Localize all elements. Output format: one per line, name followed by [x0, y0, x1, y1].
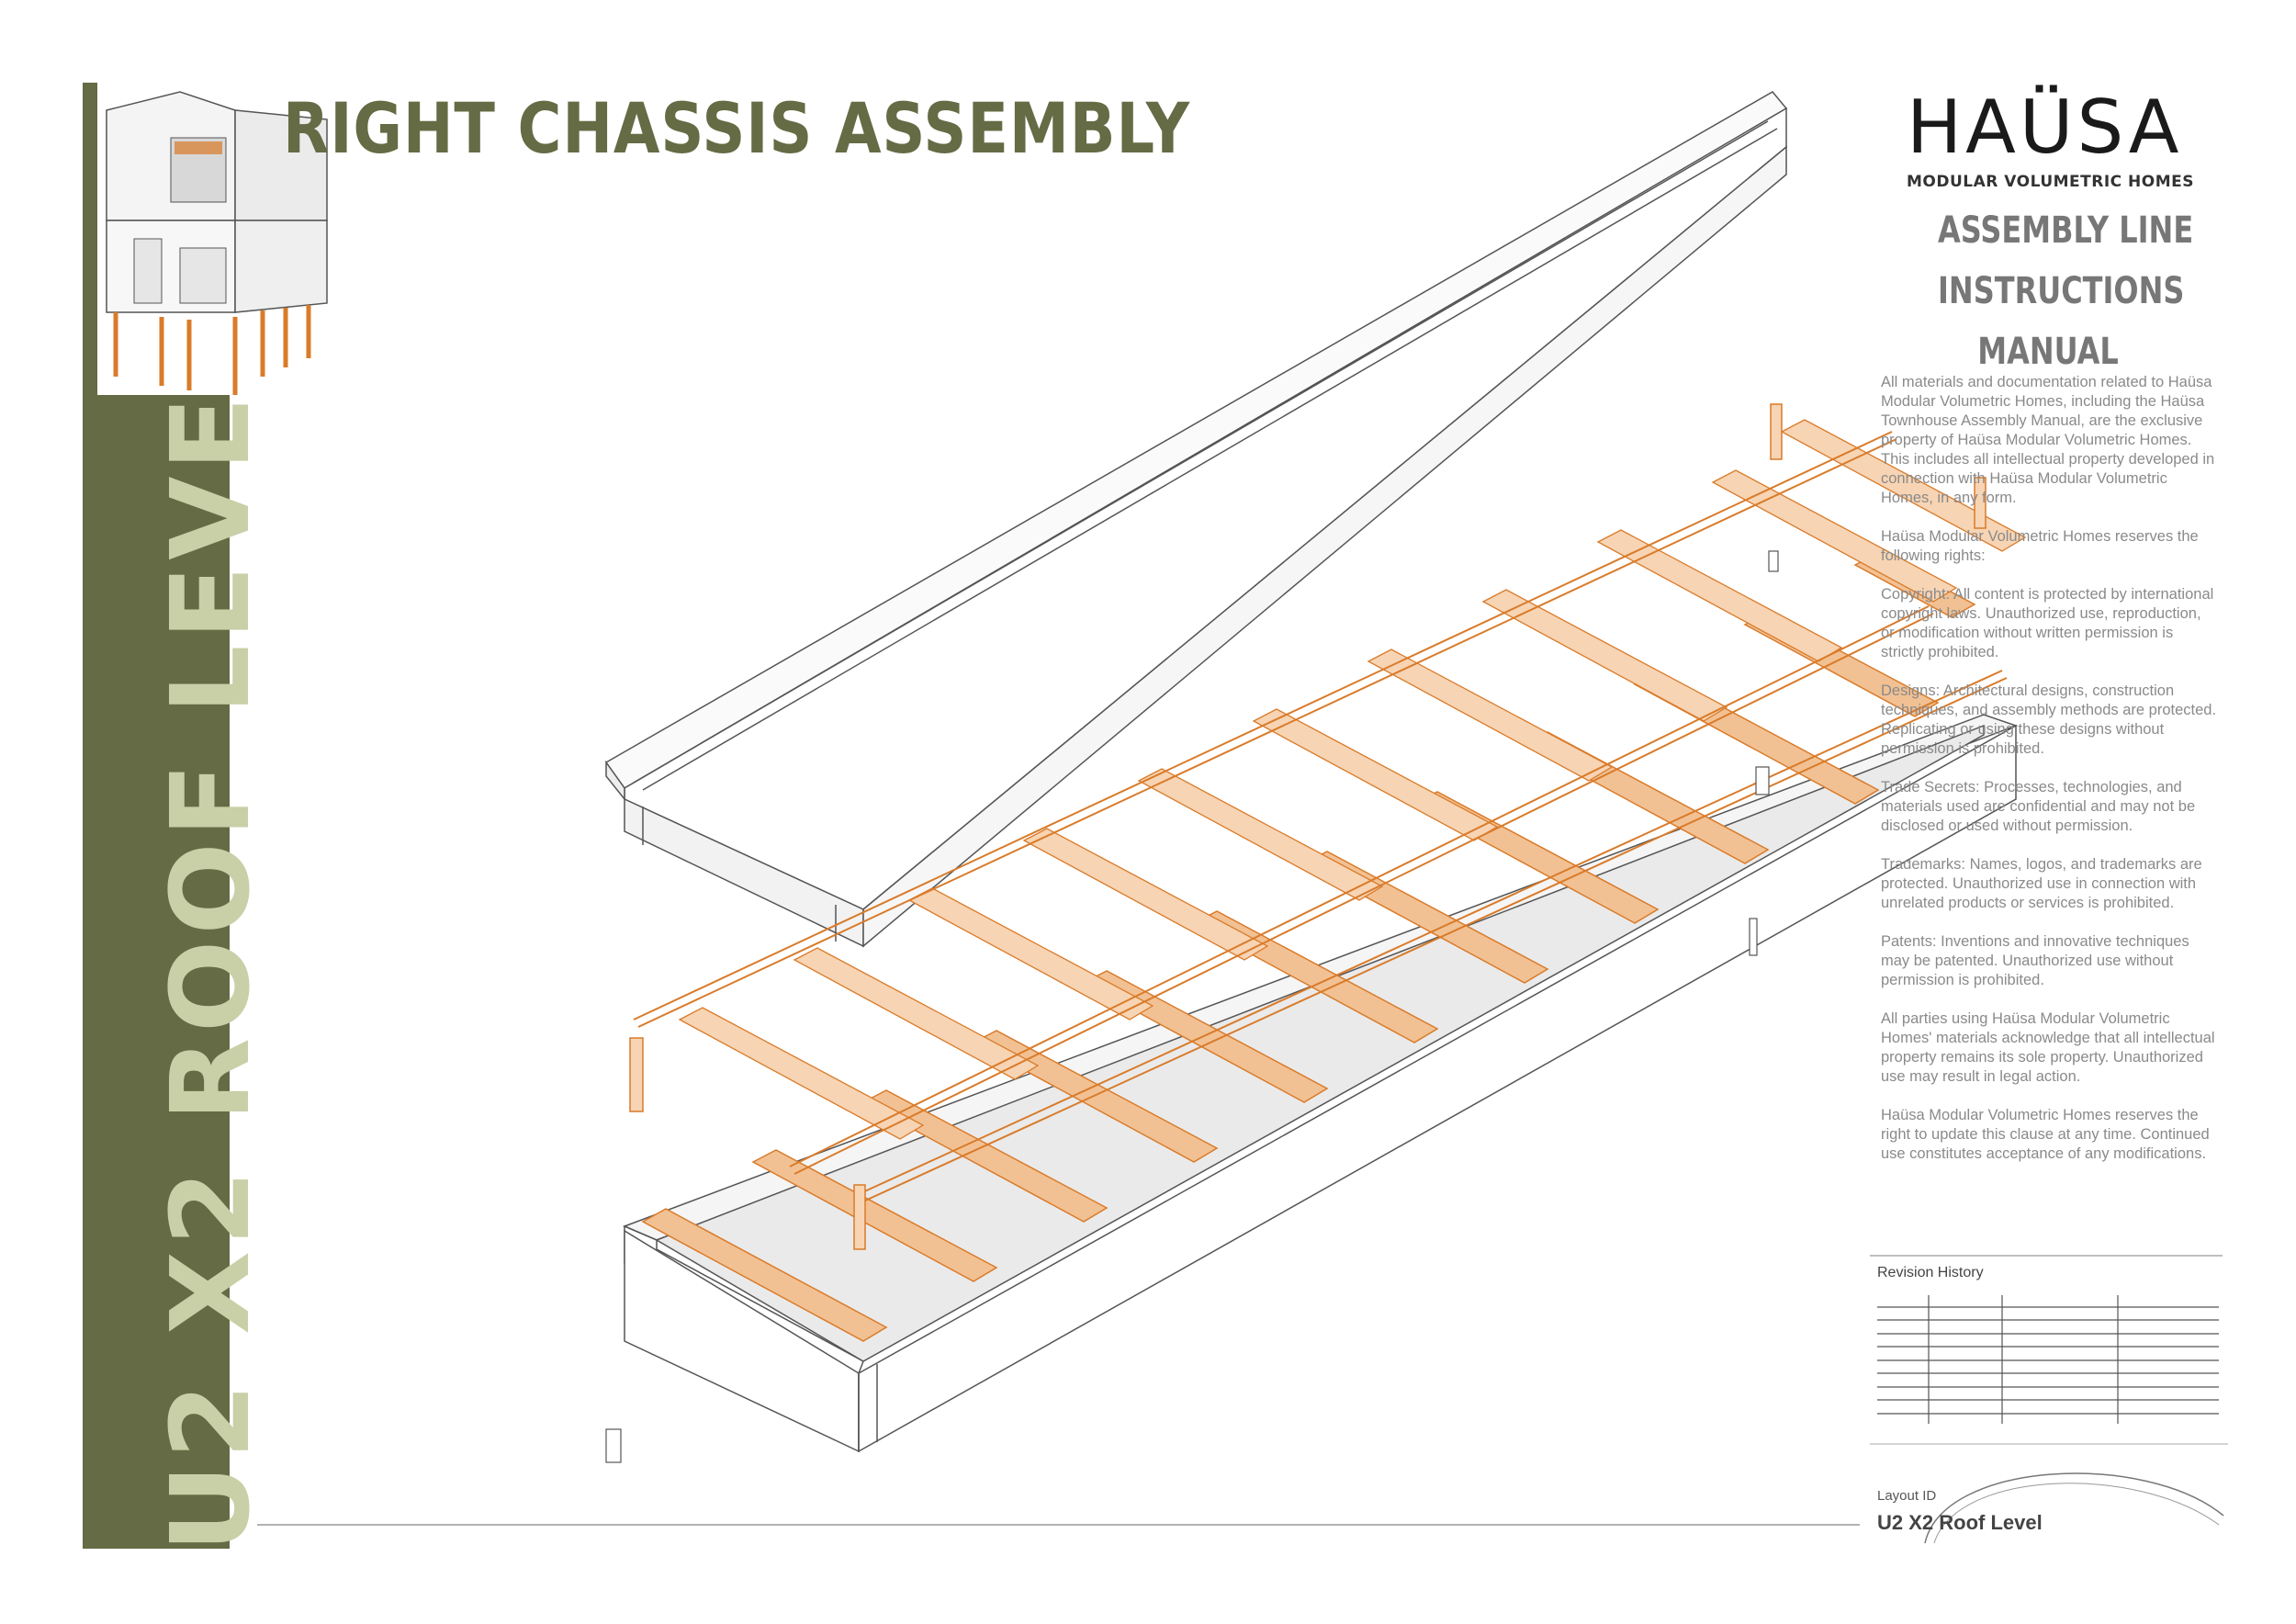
revision-history-table: [1870, 1255, 2223, 1424]
timber-posts: [629, 403, 1986, 1250]
manual-title: ASSEMBLY LINE INSTRUCTIONS MANUAL: [1938, 200, 2194, 382]
page-title: RIGHT CHASSIS ASSEMBLY: [283, 87, 1190, 169]
brand-subtitle: MODULAR VOLUMETRIC HOMES: [1907, 173, 2195, 191]
legal-paragraph: All parties using Haüsa Modular Volumetr…: [1881, 1010, 2215, 1085]
brand-logo: HAÜSA: [1907, 85, 2183, 170]
revision-history-label: Revision History: [1877, 1265, 1984, 1280]
manual-title-line: INSTRUCTIONS: [1938, 270, 2185, 312]
layout-id-value: U2 X2 Roof Level: [1877, 1511, 2043, 1534]
timber-joists-upper: [678, 419, 2027, 1140]
legal-paragraph: Haüsa Modular Volumetric Homes reserves …: [1881, 528, 2199, 564]
legal-paragraph: Trademarks: Names, logos, and trademarks…: [1881, 856, 2202, 911]
legal-paragraph: Patents: Inventions and innovative techn…: [1881, 933, 2189, 988]
legal-notice: All materials and documentation related …: [1881, 373, 2217, 1183]
legal-paragraph: Designs: Architectural designs, construc…: [1881, 682, 2217, 757]
legal-paragraph: Copyright: All content is protected by i…: [1881, 586, 2214, 660]
legal-paragraph: Trade Secrets: Processes, technologies, …: [1881, 779, 2196, 834]
stamp-circle: [1870, 1443, 2228, 1543]
building-thumbnail: [97, 83, 336, 395]
roof-panel: [604, 91, 1788, 948]
brackets: [605, 550, 1779, 1463]
manual-title-line: ASSEMBLY LINE: [1938, 209, 2194, 252]
manual-title-line: MANUAL: [1977, 331, 2119, 373]
layout-id-label: Layout ID: [1877, 1488, 1937, 1504]
legal-paragraph: Haüsa Modular Volumetric Homes reserves …: [1881, 1107, 2210, 1162]
legal-paragraph: All materials and documentation related …: [1881, 374, 2215, 506]
timber-rails: [633, 431, 2008, 1202]
